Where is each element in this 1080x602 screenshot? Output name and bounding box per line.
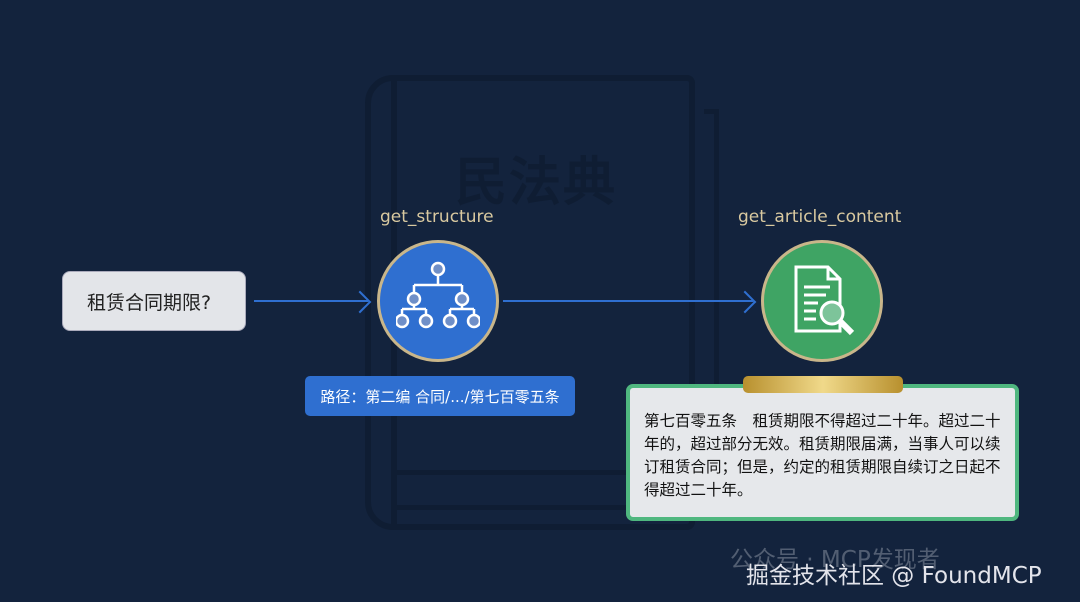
book-pages [391,470,713,510]
tool-label-get-article-content: get_article_content [738,207,902,227]
get-article-content-node [761,240,883,362]
get-structure-node [377,240,499,362]
wechat-watermark: 公众号 · MCP发现者 [730,547,940,573]
arrow-line [254,300,368,302]
document-search-icon [794,265,855,336]
arrow-line [503,300,753,302]
article-text: 第七百零五条 租赁期限不得超过二十年。超过二十年的，超过部分无效。租赁期限届满，… [644,412,1001,499]
query-text: 租赁合同期限? [87,291,212,314]
gold-tab [743,376,903,393]
article-content-card: 第七百零五条 租赁期限不得超过二十年。超过二十年的，超过部分无效。租赁期限届满，… [626,384,1019,521]
query-box: 租赁合同期限? [62,271,246,331]
arrow-head-icon [733,290,757,314]
tool-label-get-structure: get_structure [380,207,494,227]
book-title: 民法典 [455,153,618,213]
juejin-watermark: 掘金技术社区 @ FoundMCP [746,563,1042,589]
hierarchy-tree-icon [396,261,480,329]
path-badge: 路径：第二编 合同/.../第七百零五条 [305,376,575,416]
